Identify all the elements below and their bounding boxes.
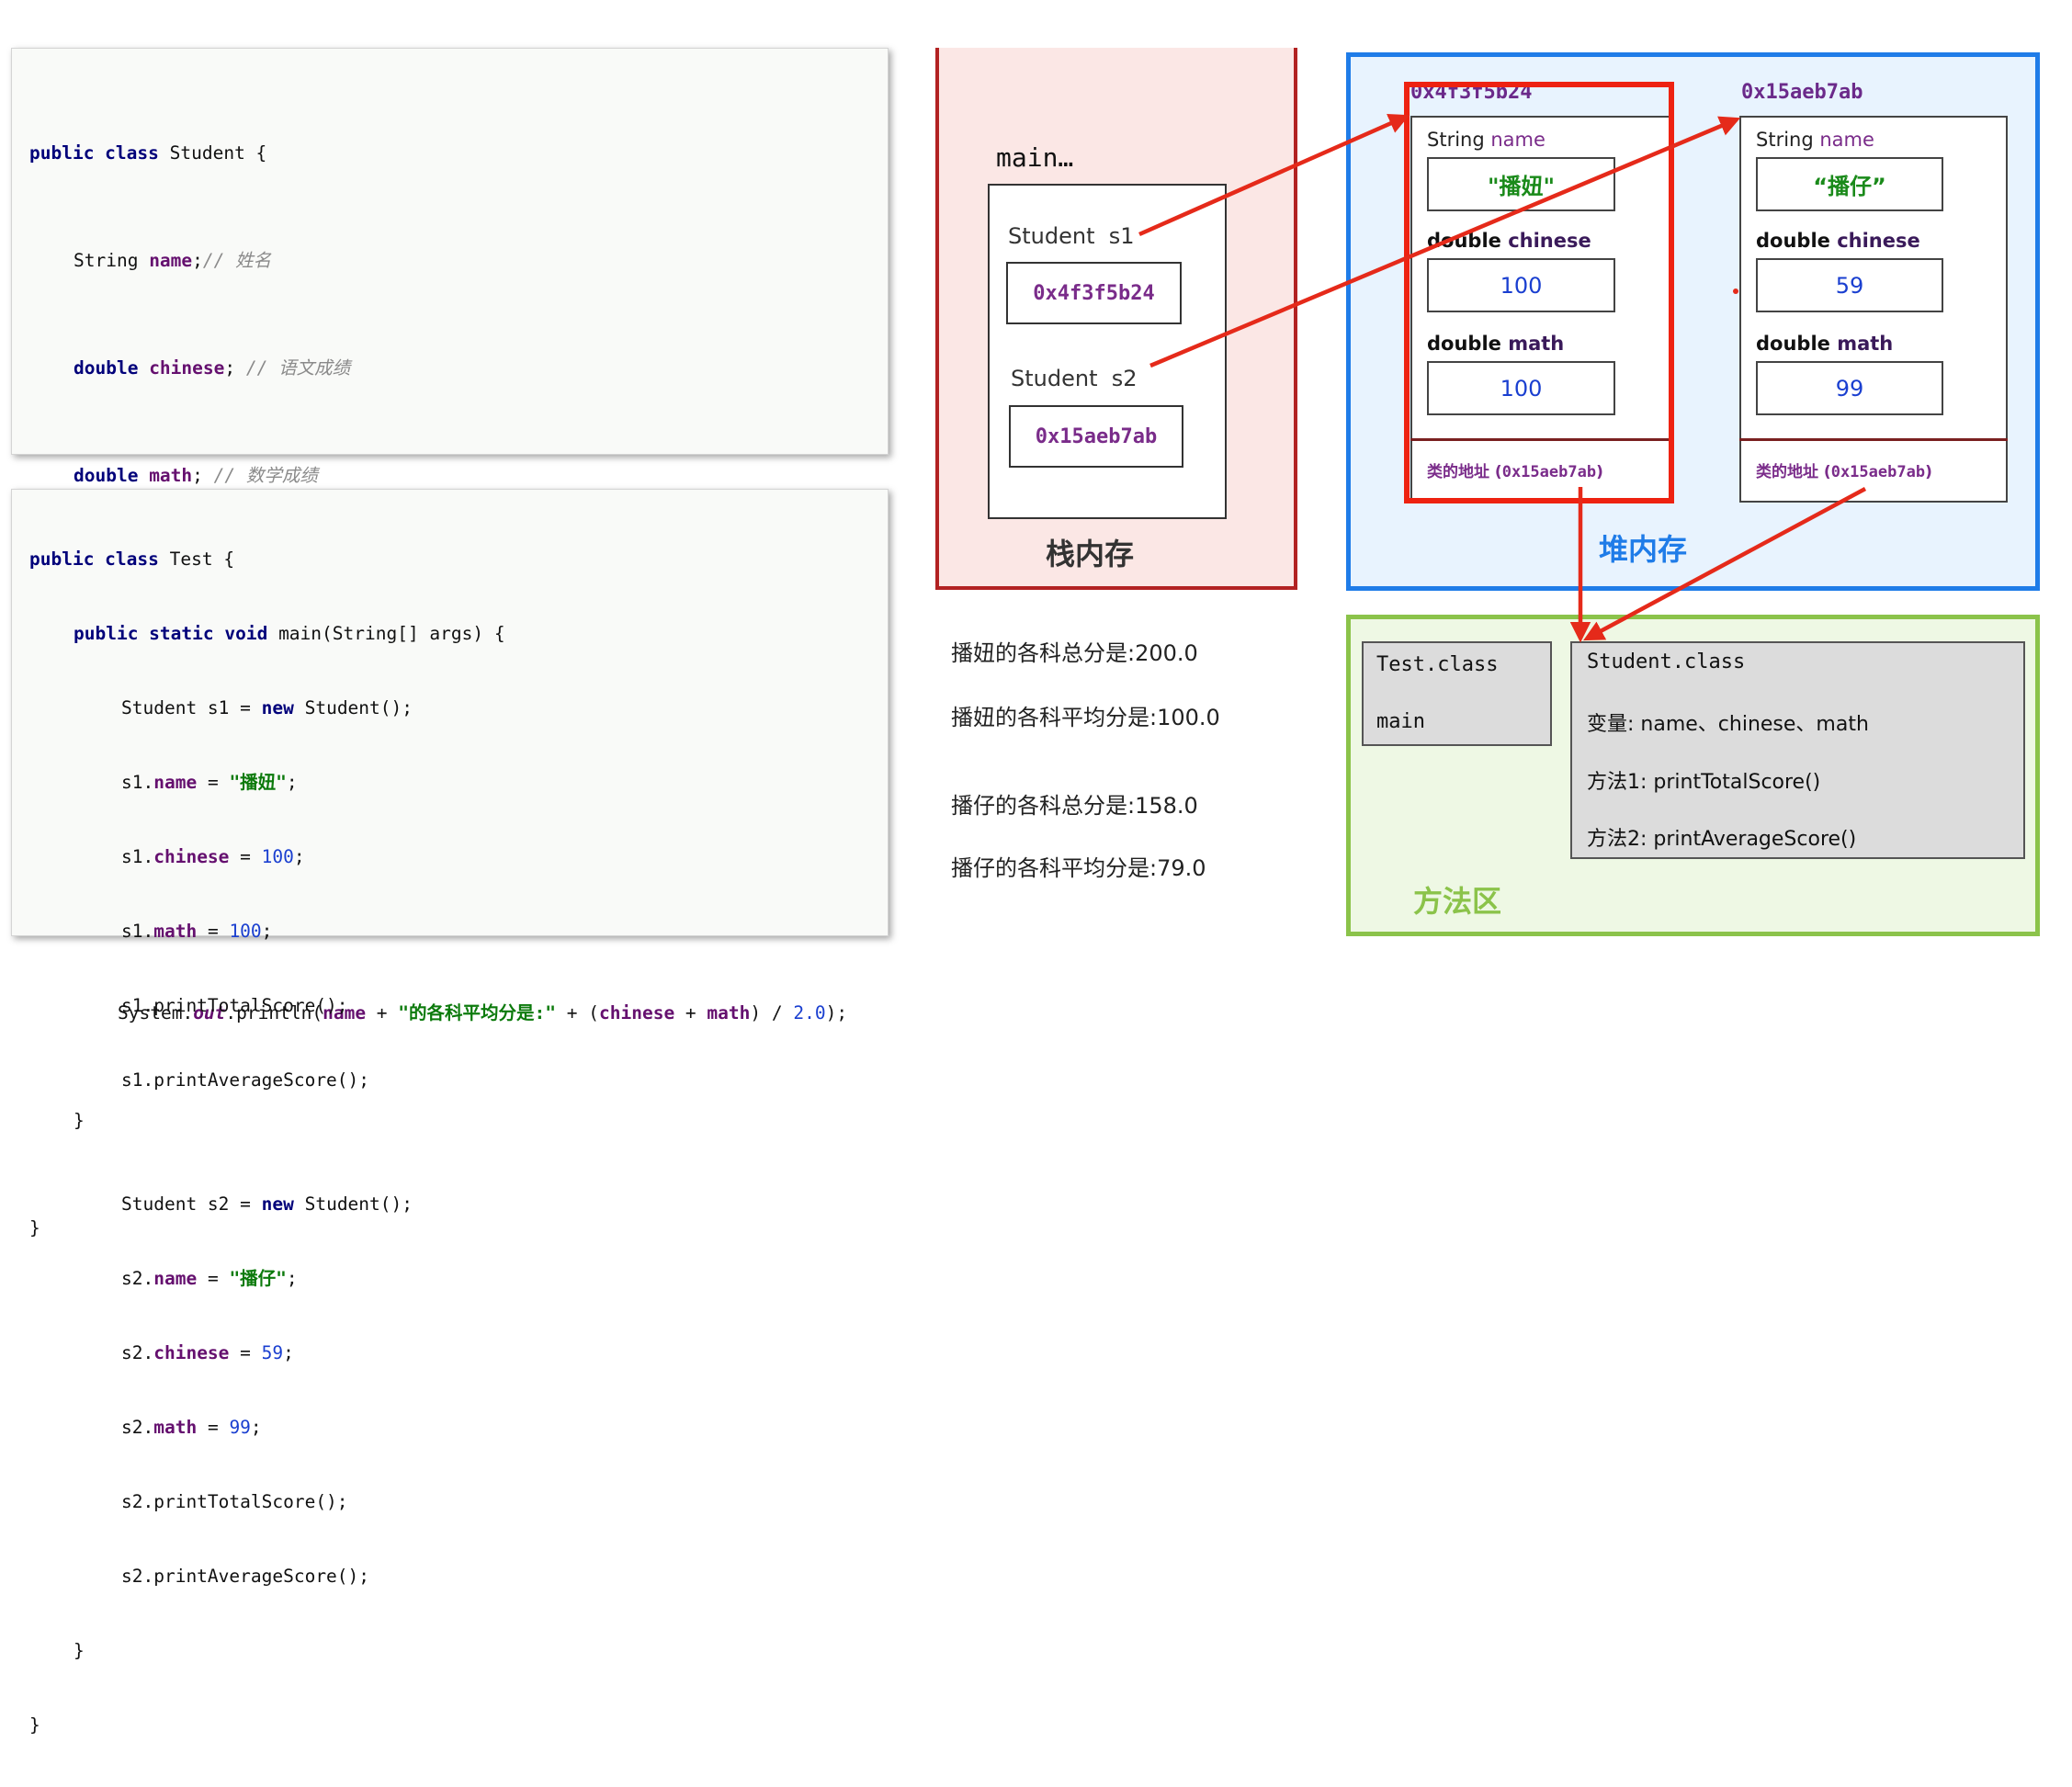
- code-line: s2.printAverageScore();: [121, 1566, 370, 1587]
- code-line: public static void main(String[] args) {: [74, 623, 505, 644]
- code-line: public class Student {: [29, 142, 267, 164]
- s1-address-box: 0x4f3f5b24: [1006, 262, 1182, 324]
- student-class-box: [1570, 641, 2025, 859]
- method-area-title: 方法区: [1413, 884, 1502, 919]
- object1-divider: [1410, 438, 1674, 441]
- object2-math-value-box: 99: [1756, 361, 1943, 415]
- object2-divider: [1739, 438, 2008, 441]
- test-class-box: [1362, 641, 1552, 746]
- student-class-vars: 变量: name、chinese、math: [1587, 713, 1869, 736]
- test-class-main: main: [1376, 710, 1425, 733]
- object2-address: 0x15aeb7ab: [1741, 81, 1863, 104]
- main-frame-label: main…: [996, 142, 1074, 173]
- code-line: public class Test {: [29, 549, 235, 570]
- code-line: s1.chinese = 100;: [121, 846, 305, 867]
- output-line-4: 播仔的各科平均分是:79.0: [951, 855, 1206, 881]
- code-line: s1.name = "播妞";: [121, 772, 298, 793]
- object2-name-value-box: “播仔”: [1756, 157, 1943, 211]
- code-line: String name;// 姓名: [74, 250, 272, 271]
- code-line: Student s1 = new Student();: [121, 697, 413, 718]
- code-line: s2.name = "播仔";: [121, 1268, 298, 1289]
- code-line: }: [29, 1714, 40, 1736]
- code-line: Student s2 = new Student();: [121, 1193, 413, 1215]
- object2-math-value: 99: [1835, 375, 1864, 402]
- test-class-name: Test.class: [1376, 653, 1499, 676]
- object2-chinese-label: double chinese: [1756, 230, 1920, 252]
- s2-address-box: 0x15aeb7ab: [1009, 405, 1183, 468]
- object2-name-value: “播仔”: [1813, 174, 1886, 199]
- object1-math-value: 100: [1500, 375, 1543, 402]
- output-line-2: 播妞的各科平均分是:100.0: [951, 705, 1220, 730]
- code-line: s1.printTotalScore();: [121, 995, 348, 1016]
- s2-variable-label: Student s2: [1011, 366, 1138, 391]
- code-line: s2.math = 99;: [121, 1417, 262, 1438]
- output-line-3: 播仔的各科总分是:158.0: [951, 793, 1198, 819]
- object1-class-address: 类的地址 (0x15aeb7ab): [1427, 463, 1603, 481]
- object2-class-address: 类的地址 (0x15aeb7ab): [1756, 463, 1932, 481]
- test-code: public class Test { public static void m…: [12, 497, 505, 1787]
- code-line: s1.printAverageScore();: [121, 1069, 370, 1091]
- stack-memory-title: 栈内存: [1046, 537, 1135, 571]
- output-line-1: 播妞的各科总分是:200.0: [951, 640, 1198, 666]
- student-class-method2: 方法2: printAverageScore(): [1587, 828, 1857, 851]
- code-line: s1.math = 100;: [121, 921, 273, 942]
- code-line: s2.printTotalScore();: [121, 1491, 348, 1512]
- object1-highlight-box: [1404, 82, 1674, 503]
- code-line: double chinese; // 语文成绩: [74, 357, 351, 379]
- student-class-method1: 方法1: printTotalScore(): [1587, 771, 1821, 794]
- code-line: }: [74, 1640, 85, 1661]
- student-code-panel: public class Student { String name;// 姓名…: [11, 48, 889, 1238]
- object2-name-label: String name: [1756, 129, 1874, 151]
- code-line: double math; // 数学成绩: [74, 465, 318, 486]
- object1-math-value-box: 100: [1427, 361, 1615, 415]
- object2-chinese-value-box: 59: [1756, 258, 1943, 312]
- heap-memory-title: 堆内存: [1599, 532, 1688, 567]
- s1-variable-label: Student s1: [1008, 223, 1135, 249]
- test-code-panel: public class Test { public static void m…: [11, 489, 889, 1736]
- code-line: s2.chinese = 59;: [121, 1342, 294, 1363]
- student-class-name: Student.class: [1587, 650, 1746, 673]
- object2-chinese-value: 59: [1835, 272, 1864, 299]
- object2-math-label: double math: [1756, 333, 1894, 355]
